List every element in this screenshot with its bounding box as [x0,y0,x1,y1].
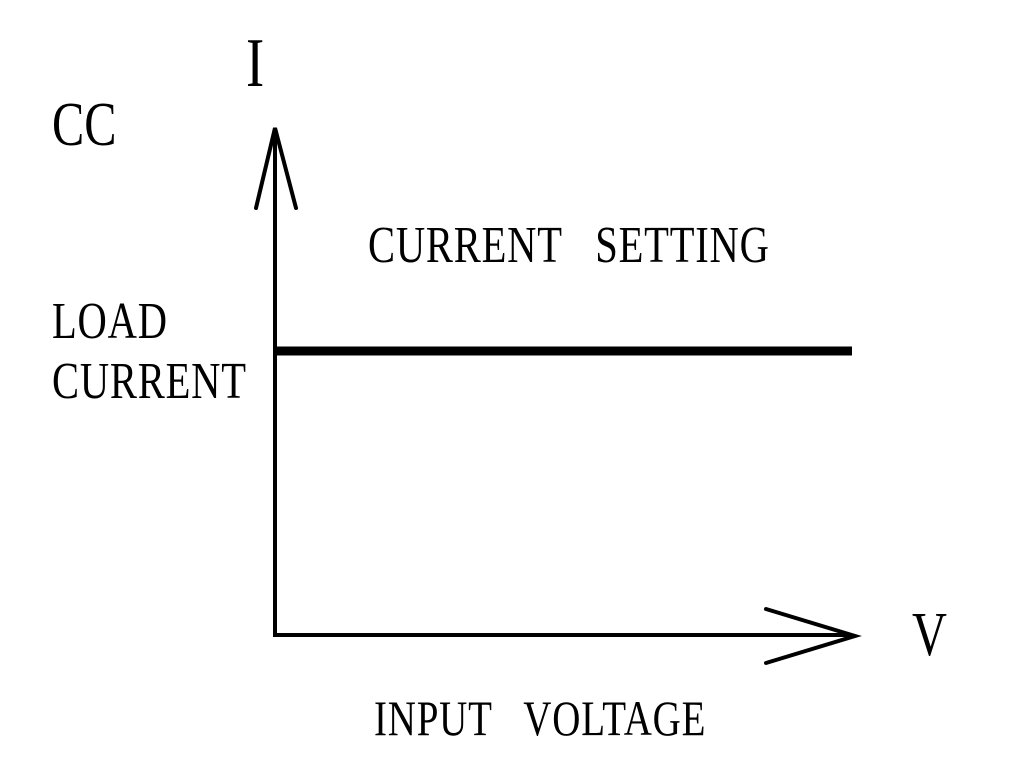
x-axis-symbol: V [912,601,947,669]
y-axis-symbol: I [246,25,265,102]
input-voltage-label: INPUT VOLTAGE [374,690,707,746]
y-axis-arrowhead-icon [254,127,298,210]
load-current-label-line2: CURRENT [52,353,247,410]
current-setting-label: CURRENT SETTING [368,217,770,274]
load-current-label-line1: LOAD [52,293,168,350]
x-axis-arrowhead-icon [764,607,862,665]
mode-label: CC [52,91,117,159]
